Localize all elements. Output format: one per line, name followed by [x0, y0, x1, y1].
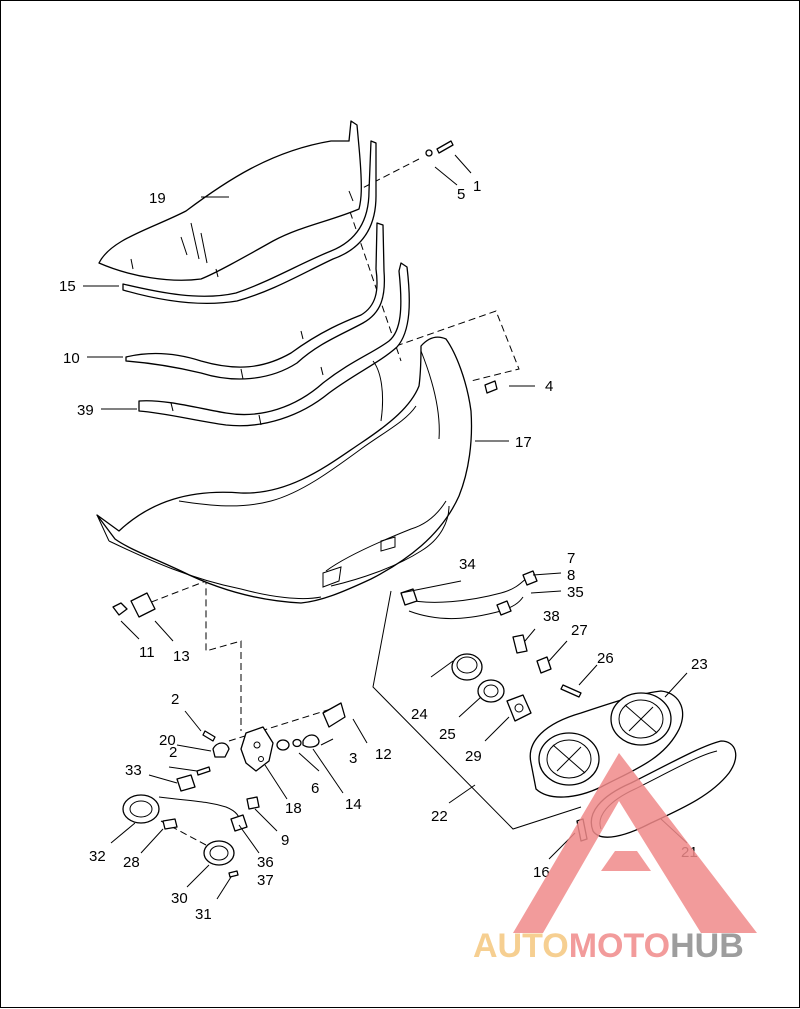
lens-part-30	[203, 840, 235, 866]
seal-part-10	[125, 222, 386, 380]
headlamp-part-23	[529, 690, 684, 798]
wellnut-part-4	[484, 380, 498, 394]
callout-labels: 1 2 2 3 4 5 6 7 8 9 10 11 12 13 14 15 16…	[59, 178, 708, 923]
boot-part-24	[451, 653, 483, 681]
callout-9: 9	[281, 832, 289, 849]
windshield-part-19	[98, 120, 362, 281]
callout-26: 26	[597, 650, 614, 667]
watermark-inner-icon	[601, 851, 651, 871]
callout-14: 14	[345, 796, 362, 813]
gasket-part-39	[138, 262, 410, 427]
plug-part-38	[512, 634, 528, 654]
callout-32: 32	[89, 848, 106, 865]
washer-part-6	[276, 739, 290, 751]
callout-19: 19	[149, 190, 166, 207]
screw-part-26	[560, 684, 582, 698]
callout-13: 13	[173, 648, 190, 665]
bracket-part-18	[240, 726, 274, 772]
callout-38: 38	[543, 608, 560, 625]
socket-part-27	[536, 656, 552, 674]
bulb-part-28	[162, 818, 178, 830]
watermark-logo: AUTOMOTOHUB	[473, 753, 757, 965]
clip-part-20	[212, 742, 230, 758]
callout-2-upper: 2	[171, 691, 179, 708]
screw-part-31	[228, 870, 239, 878]
callout-37: 37	[257, 872, 274, 889]
bolt-part-14	[302, 734, 320, 748]
watermark-moto: MOTO	[569, 927, 670, 965]
callout-22: 22	[431, 808, 448, 825]
bulb-part-29	[506, 694, 532, 722]
callout-24: 24	[411, 706, 428, 723]
callout-31: 31	[195, 906, 212, 923]
bracket-part-12	[322, 702, 346, 728]
watermark-auto: AUTO	[473, 927, 569, 965]
callout-29: 29	[465, 748, 482, 765]
callout-12: 12	[375, 746, 392, 763]
watermark-word: AUTOMOTOHUB	[473, 927, 744, 965]
bracket-line-part-22	[372, 590, 582, 830]
screw-part-2-lower	[196, 766, 211, 776]
callout-3: 3	[349, 750, 357, 767]
watermark-triangle-icon	[513, 753, 757, 933]
callout-33: 33	[125, 762, 142, 779]
callout-23: 23	[691, 656, 708, 673]
callout-8: 8	[567, 567, 575, 584]
callout-27: 27	[571, 622, 588, 639]
lamp-part-32	[122, 794, 160, 824]
callout-30: 30	[171, 890, 188, 907]
callout-11: 11	[139, 644, 155, 661]
trim-part-15	[122, 140, 377, 305]
callout-7: 7	[567, 550, 575, 567]
plate-part-13	[130, 592, 156, 618]
callout-10: 10	[63, 350, 80, 367]
fairing-part-17	[96, 336, 473, 604]
harness-part-34	[400, 570, 538, 619]
callout-34: 34	[459, 556, 476, 573]
washer-part-3	[292, 738, 302, 748]
clip-part-33	[176, 774, 196, 792]
callout-5: 5	[457, 186, 465, 203]
callout-4: 4	[545, 378, 553, 395]
callout-17: 17	[515, 434, 532, 451]
callout-18: 18	[285, 800, 302, 817]
connector-part-36	[230, 814, 248, 832]
retainer-part-25	[477, 679, 505, 703]
callout-15: 15	[59, 278, 76, 295]
callout-39: 39	[77, 402, 94, 419]
callout-1: 1	[473, 178, 481, 195]
callout-20: 20	[159, 732, 176, 749]
callout-2-lower: 2	[169, 744, 177, 761]
screw-part-1	[425, 140, 454, 157]
callout-16: 16	[533, 864, 550, 881]
callout-36: 36	[257, 854, 274, 871]
watermark-hub: HUB	[670, 927, 744, 965]
callout-25: 25	[439, 726, 456, 743]
callout-6: 6	[311, 780, 319, 797]
screw-part-2-upper	[202, 730, 216, 742]
callout-35: 35	[567, 584, 584, 601]
leader-lines	[83, 154, 688, 900]
callout-28: 28	[123, 854, 140, 871]
nut-part-11	[112, 602, 128, 616]
